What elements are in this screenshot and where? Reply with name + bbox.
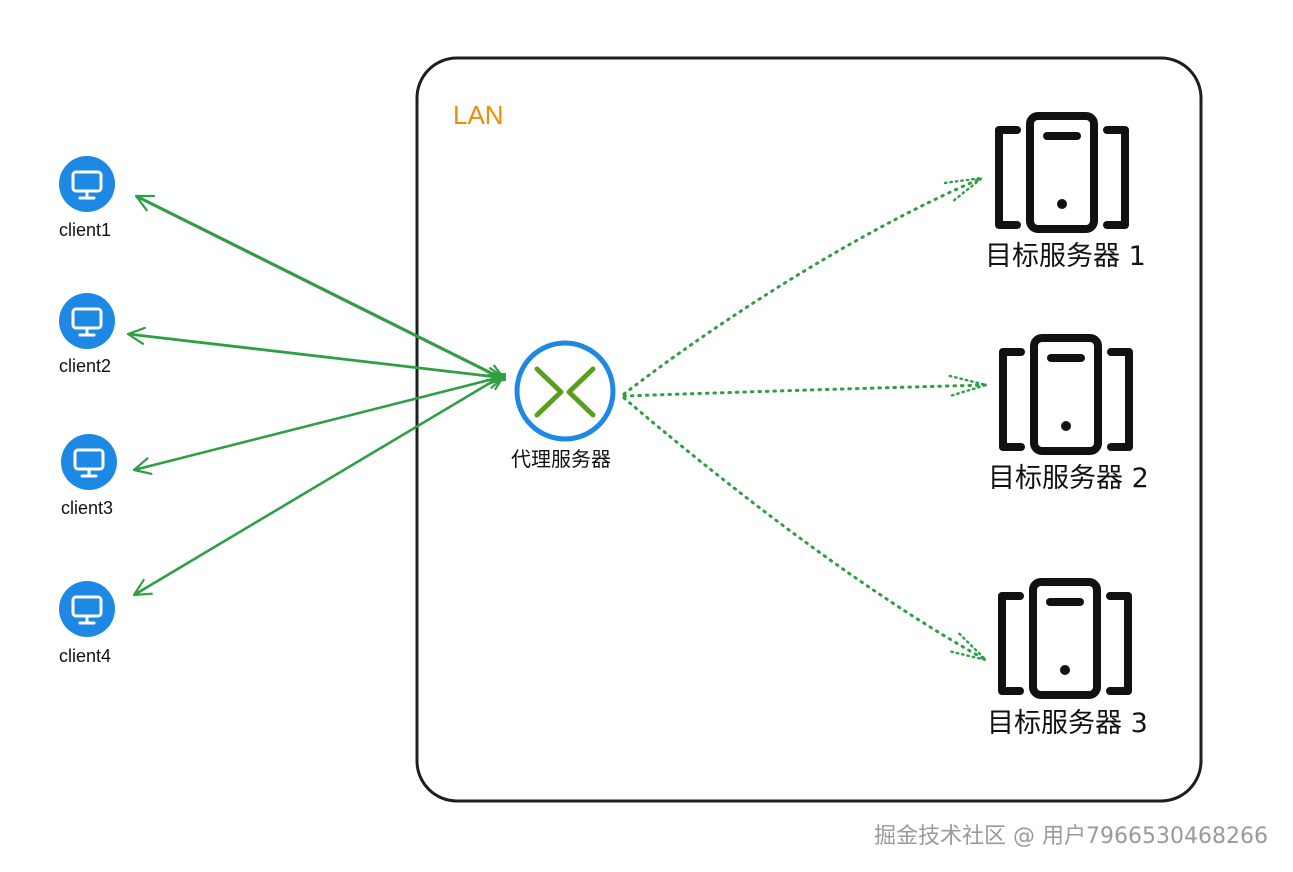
client-label: client2 xyxy=(59,356,111,376)
server-tower-icon xyxy=(998,578,1132,699)
proxy-node[interactable] xyxy=(514,340,616,442)
server-label: 目标服务器 3 xyxy=(987,708,1148,739)
server-tower-icon xyxy=(999,334,1133,455)
link-proxy-server1 xyxy=(622,178,982,396)
link-proxy-server2 xyxy=(622,385,986,396)
watermark-text: 掘金技术社区 @ 用户7966530468266 xyxy=(874,824,1268,849)
lan-label: LAN xyxy=(453,100,504,130)
server-label: 目标服务器 2 xyxy=(988,463,1149,494)
server-node-2[interactable] xyxy=(999,334,1133,455)
client-links xyxy=(126,194,507,597)
link-client1-proxy xyxy=(134,194,507,382)
link-client2-proxy xyxy=(126,326,507,386)
monitor-icon xyxy=(61,434,117,490)
server-node-3[interactable] xyxy=(998,578,1132,699)
client-label: client3 xyxy=(61,498,113,518)
client-label: client1 xyxy=(59,220,111,240)
server-label: 目标服务器 1 xyxy=(985,241,1146,272)
proxy-cross-icon xyxy=(514,340,616,442)
link-client3-proxy xyxy=(132,371,507,475)
link-proxy-server3 xyxy=(622,396,986,660)
proxy-label: 代理服务器 xyxy=(511,447,611,471)
server-node-1[interactable] xyxy=(995,112,1129,233)
monitor-icon xyxy=(59,156,115,212)
server-tower-icon xyxy=(995,112,1129,233)
monitor-icon xyxy=(59,581,115,637)
server-links xyxy=(622,178,986,660)
client-node-1[interactable] xyxy=(59,156,115,212)
client-node-2[interactable] xyxy=(59,293,115,349)
monitor-icon xyxy=(59,293,115,349)
link-client4-proxy xyxy=(132,372,507,597)
client-node-3[interactable] xyxy=(61,434,117,490)
client-label: client4 xyxy=(59,646,111,666)
client-node-4[interactable] xyxy=(59,581,115,637)
